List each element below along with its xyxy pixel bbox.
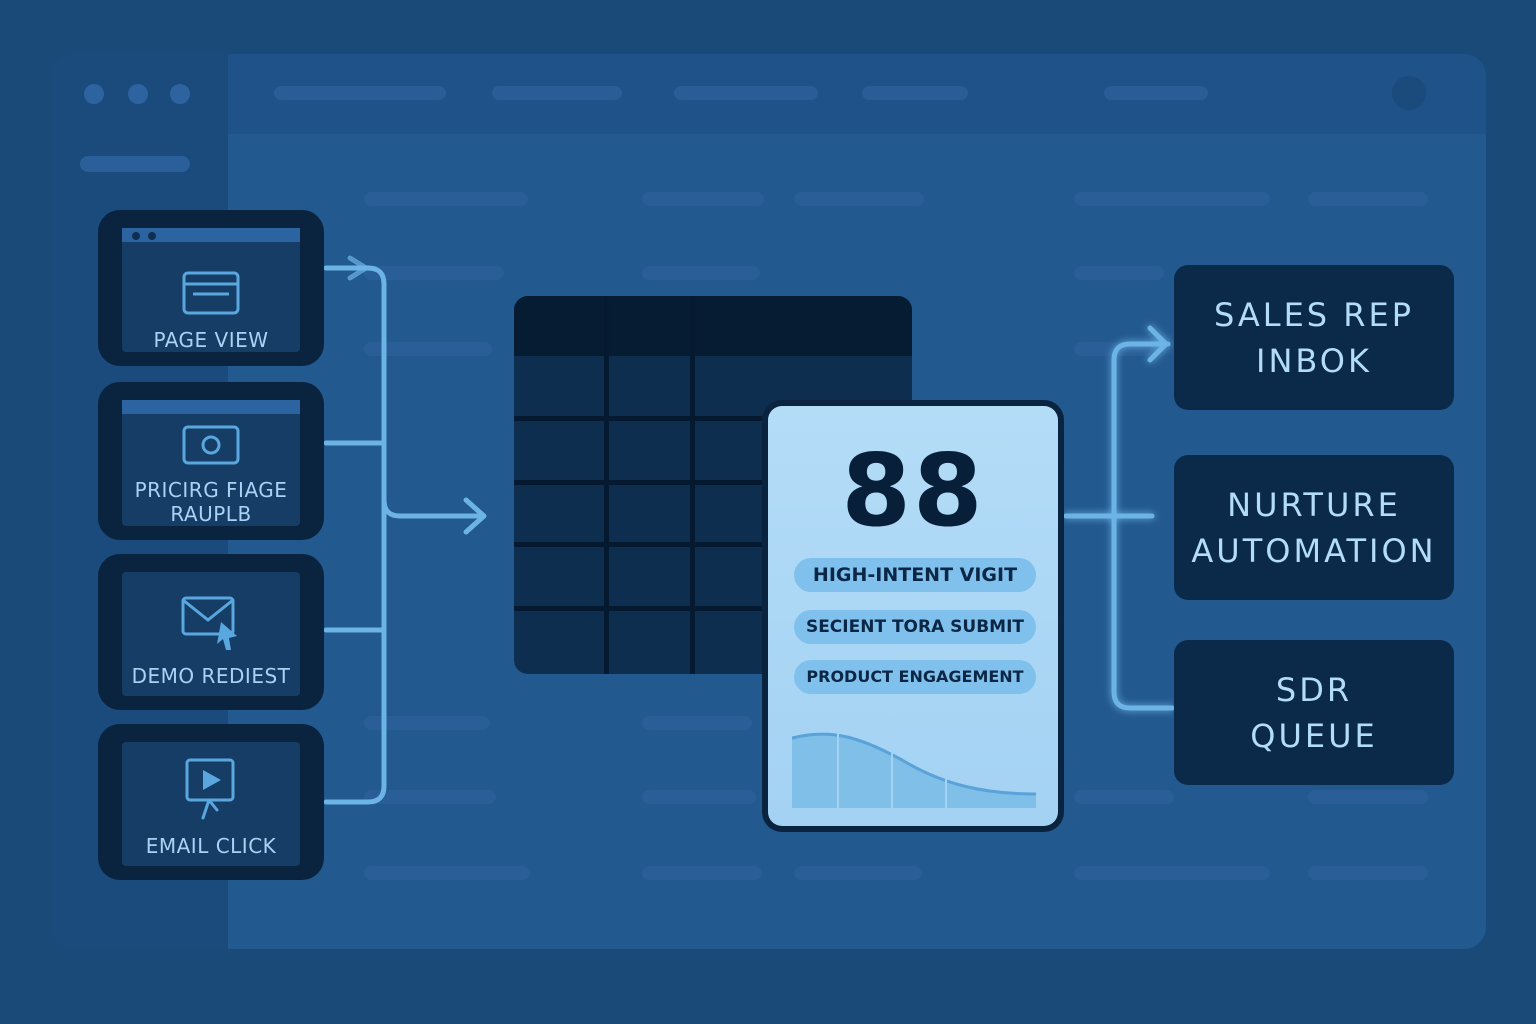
arrow-head: [463, 497, 487, 535]
source-card-demo-request[interactable]: DEMO REDIEST: [98, 554, 324, 710]
window-control-dot[interactable]: [128, 84, 148, 104]
nav-placeholder: [1104, 86, 1208, 100]
sidebar-placeholder: [80, 156, 190, 172]
source-card-page-view[interactable]: PAGE VIEW: [98, 210, 324, 366]
nav-placeholder: [674, 86, 818, 100]
connector-line: [381, 497, 485, 519]
destination-sdr-queue[interactable]: SDR QUEUE: [1174, 640, 1454, 785]
play-click-icon: [185, 758, 235, 820]
connector-line: [1111, 341, 1175, 711]
destination-nurture-automation[interactable]: NURTURE AUTOMATION: [1174, 455, 1454, 600]
source-label: RAUPLB: [170, 502, 252, 526]
connector-line: [323, 265, 387, 805]
avatar[interactable]: [1392, 76, 1426, 110]
destination-sales-rep-inbox[interactable]: SALES REP INBOK: [1174, 265, 1454, 410]
destination-label: AUTOMATION: [1191, 531, 1437, 570]
source-label: PAGE VIEW: [153, 328, 269, 352]
destination-label: INBOK: [1256, 341, 1372, 380]
destination-label: SDR: [1275, 670, 1353, 709]
score-trend-chart: [792, 732, 1036, 808]
top-bar: [228, 54, 1486, 134]
source-label: DEMO REDIEST: [131, 664, 291, 688]
nav-placeholder: [492, 86, 622, 100]
window-control-dot[interactable]: [84, 84, 104, 104]
browser-window-icon: [182, 271, 240, 315]
source-label: EMAIL CLICK: [145, 834, 277, 858]
source-label: PRICIRG FIAGE: [134, 478, 288, 502]
lead-score-value: 88: [841, 432, 985, 549]
destination-label: SALES REP: [1213, 295, 1415, 334]
destination-label: QUEUE: [1250, 716, 1378, 755]
pricing-tag-icon: [182, 425, 240, 465]
nav-placeholder: [274, 86, 446, 100]
signal-chip: SECIENT TORA SUBMIT: [794, 610, 1036, 644]
source-card-pricing-page[interactable]: PRICIRG FIAGE RAUPLB: [98, 382, 324, 540]
nav-placeholder: [862, 86, 968, 100]
arrow-head: [1147, 325, 1169, 363]
signal-chip: HIGH-INTENT VIGIT: [794, 558, 1036, 592]
window-control-dot[interactable]: [170, 84, 190, 104]
arrow-head: [347, 255, 369, 281]
lead-score-card[interactable]: 88 HIGH-INTENT VIGIT SECIENT TORA SUBMIT…: [762, 400, 1064, 832]
destination-label: NURTURE: [1227, 485, 1401, 524]
signal-chip: PRODUCT ENGAGEMENT: [794, 660, 1036, 694]
email-cursor-icon: [181, 596, 237, 650]
source-card-email-click[interactable]: EMAIL CLICK: [98, 724, 324, 880]
